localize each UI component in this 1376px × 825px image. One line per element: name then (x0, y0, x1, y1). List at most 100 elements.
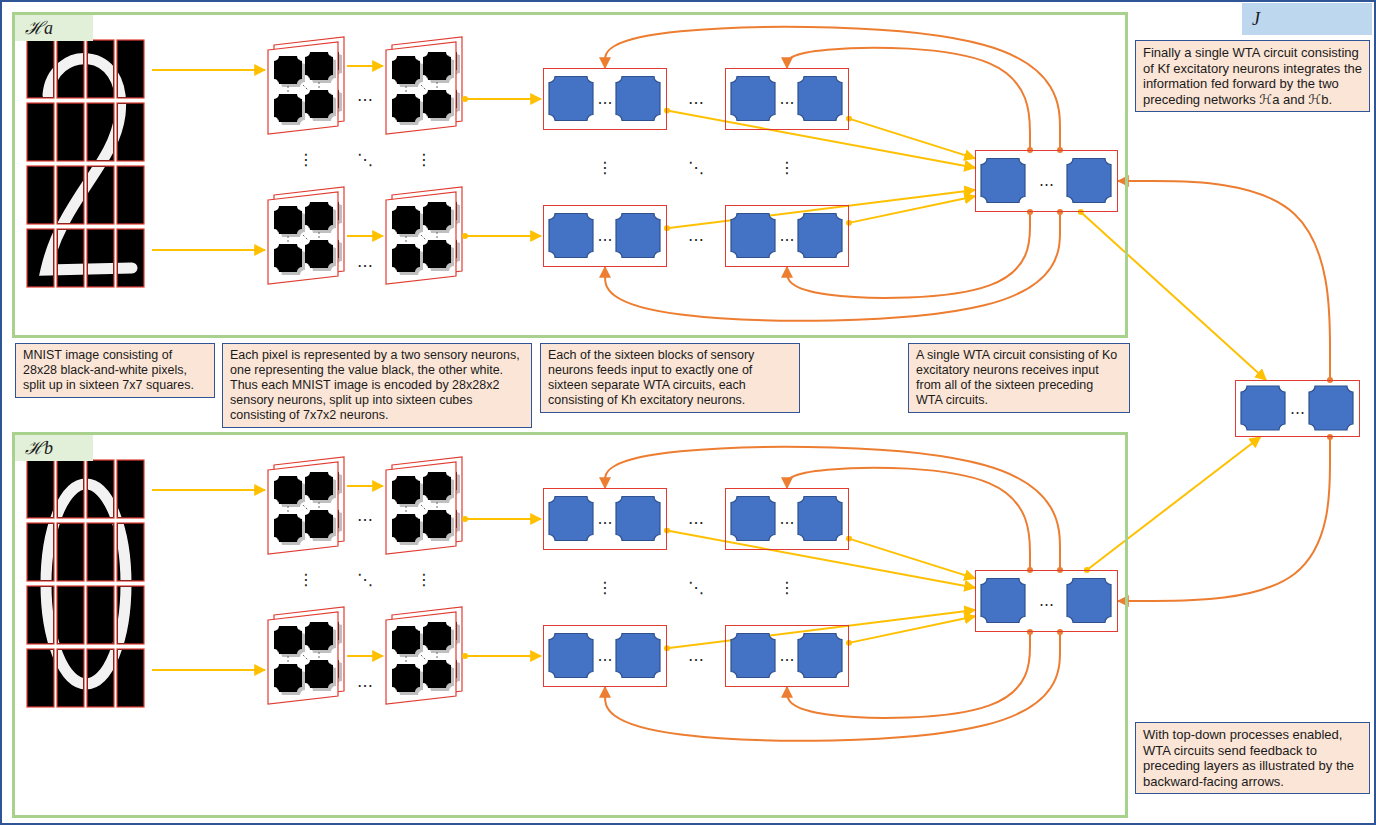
excitatory-neuron (1241, 386, 1285, 430)
ellipsis: … (780, 90, 795, 108)
ellipsis: … (780, 510, 795, 528)
excitatory-neuron (798, 634, 842, 678)
note-text: A single WTA circuit consisting of Ko ex… (916, 348, 1122, 408)
ellipsis-label: … (686, 90, 706, 108)
note-text: MNIST image consisting of 28x28 black-an… (23, 348, 207, 393)
ellipsis: … (598, 510, 613, 528)
ellipsis-label: ⋮ (777, 159, 797, 177)
excitatory-neuron (549, 497, 593, 541)
network-label: ℋa (15, 15, 93, 41)
digit-stroke (46, 484, 126, 684)
excitatory-neuron (549, 634, 593, 678)
network-panel: ℋb … … … … … (12, 432, 1128, 818)
note-box: With top-down processes enabled, WTA cir… (1135, 722, 1370, 794)
feedback-arrow (605, 447, 1060, 570)
excitatory-neuron (731, 214, 775, 258)
feedback-arrow (1118, 181, 1330, 380)
ellipsis-label: ⋮ (595, 579, 615, 597)
note-box: Finally a single WTA circuit consisting … (1135, 40, 1370, 112)
feedforward-arrow (1087, 437, 1260, 570)
excitatory-neuron (731, 497, 775, 541)
ellipsis-label: … (686, 227, 706, 245)
feedforward-arrow (849, 196, 975, 223)
excitatory-neuron (616, 497, 660, 541)
wta-circuit: … (543, 625, 667, 687)
feedback-arrow (605, 27, 1060, 150)
note-text: With top-down processes enabled, WTA cir… (1143, 727, 1362, 789)
feedback-arrow (787, 48, 1030, 150)
feedforward-arrow (849, 539, 975, 579)
ellipsis: … (598, 227, 613, 245)
ellipsis-label: … (355, 87, 375, 105)
wta-circuit: … (543, 205, 667, 267)
excitatory-neuron (1067, 159, 1111, 203)
digit-stroke (46, 59, 132, 270)
wta-circuit: … (725, 488, 849, 550)
ellipsis-label: ⋮ (414, 571, 434, 589)
sensory-neuron-stacks (152, 37, 541, 284)
excitatory-neuron (616, 634, 660, 678)
excitatory-neuron (731, 77, 775, 121)
ellipsis-label: … (355, 673, 375, 691)
note-text: Each of the sixteen blocks of sensory ne… (548, 348, 792, 408)
ellipsis: … (1290, 400, 1305, 418)
excitatory-neuron (981, 579, 1025, 623)
ellipsis-label: ⋱ (355, 571, 375, 589)
wta-circuit: … (543, 488, 667, 550)
ellipsis-label: … (686, 647, 706, 665)
ellipsis: … (598, 647, 613, 665)
ellipsis: … (598, 90, 613, 108)
excitatory-neuron (798, 214, 842, 258)
wta-circuit: … (725, 625, 849, 687)
ellipsis: … (780, 227, 795, 245)
ellipsis-label: … (355, 507, 375, 525)
feedback-arrow (787, 632, 1030, 718)
ellipsis: … (780, 647, 795, 665)
excitatory-neuron (981, 159, 1025, 203)
network-panel: ℋa … … … … … (12, 12, 1128, 338)
feedforward-arrow (849, 119, 975, 159)
ellipsis-label: ⋱ (355, 151, 375, 169)
ellipsis-label: ⋮ (414, 151, 434, 169)
ellipsis-label: ⋮ (777, 579, 797, 597)
wta-circuit: … (1235, 380, 1360, 437)
excitatory-neuron (1309, 386, 1353, 430)
feedback-arrow (787, 468, 1030, 570)
ellipsis-label: ⋮ (296, 151, 316, 169)
feedback-arrow (787, 212, 1030, 298)
ellipsis-label: … (355, 253, 375, 271)
ellipsis-label: ⋮ (296, 571, 316, 589)
excitatory-neuron (616, 214, 660, 258)
ellipsis: … (1039, 172, 1054, 190)
ellipsis-label: ⋱ (686, 159, 706, 177)
wta-circuit: … (543, 68, 667, 130)
note-box: A single WTA circuit consisting of Ko ex… (908, 343, 1130, 413)
note-text: Each pixel is represented by a two senso… (230, 348, 524, 423)
excitatory-neuron (1067, 579, 1111, 623)
note-text: Finally a single WTA circuit consisting … (1143, 45, 1362, 107)
excitatory-neuron (798, 77, 842, 121)
excitatory-neuron (731, 634, 775, 678)
excitatory-neuron (549, 77, 593, 121)
wta-circuit: … (725, 68, 849, 130)
wta-circuit: … (975, 150, 1118, 212)
mnist-image (27, 40, 144, 287)
mnist-image (27, 460, 144, 707)
note-box: MNIST image consisting of 28x28 black-an… (15, 343, 215, 398)
network-label: ℋb (15, 435, 93, 461)
wta-circuit: … (725, 205, 849, 267)
ellipsis-label: … (686, 510, 706, 528)
network-label: J (1242, 3, 1372, 35)
mnist-image (27, 460, 144, 707)
ellipsis-label: ⋱ (686, 579, 706, 597)
feedforward-arrow (849, 616, 975, 643)
feedback-arrow (1118, 437, 1330, 601)
ellipsis: … (1039, 592, 1054, 610)
excitatory-neuron (549, 214, 593, 258)
excitatory-neuron (616, 77, 660, 121)
ellipsis-label: ⋮ (595, 159, 615, 177)
excitatory-neuron (798, 497, 842, 541)
note-box: Each of the sixteen blocks of sensory ne… (540, 343, 800, 413)
note-box: Each pixel is represented by a two senso… (222, 343, 532, 428)
